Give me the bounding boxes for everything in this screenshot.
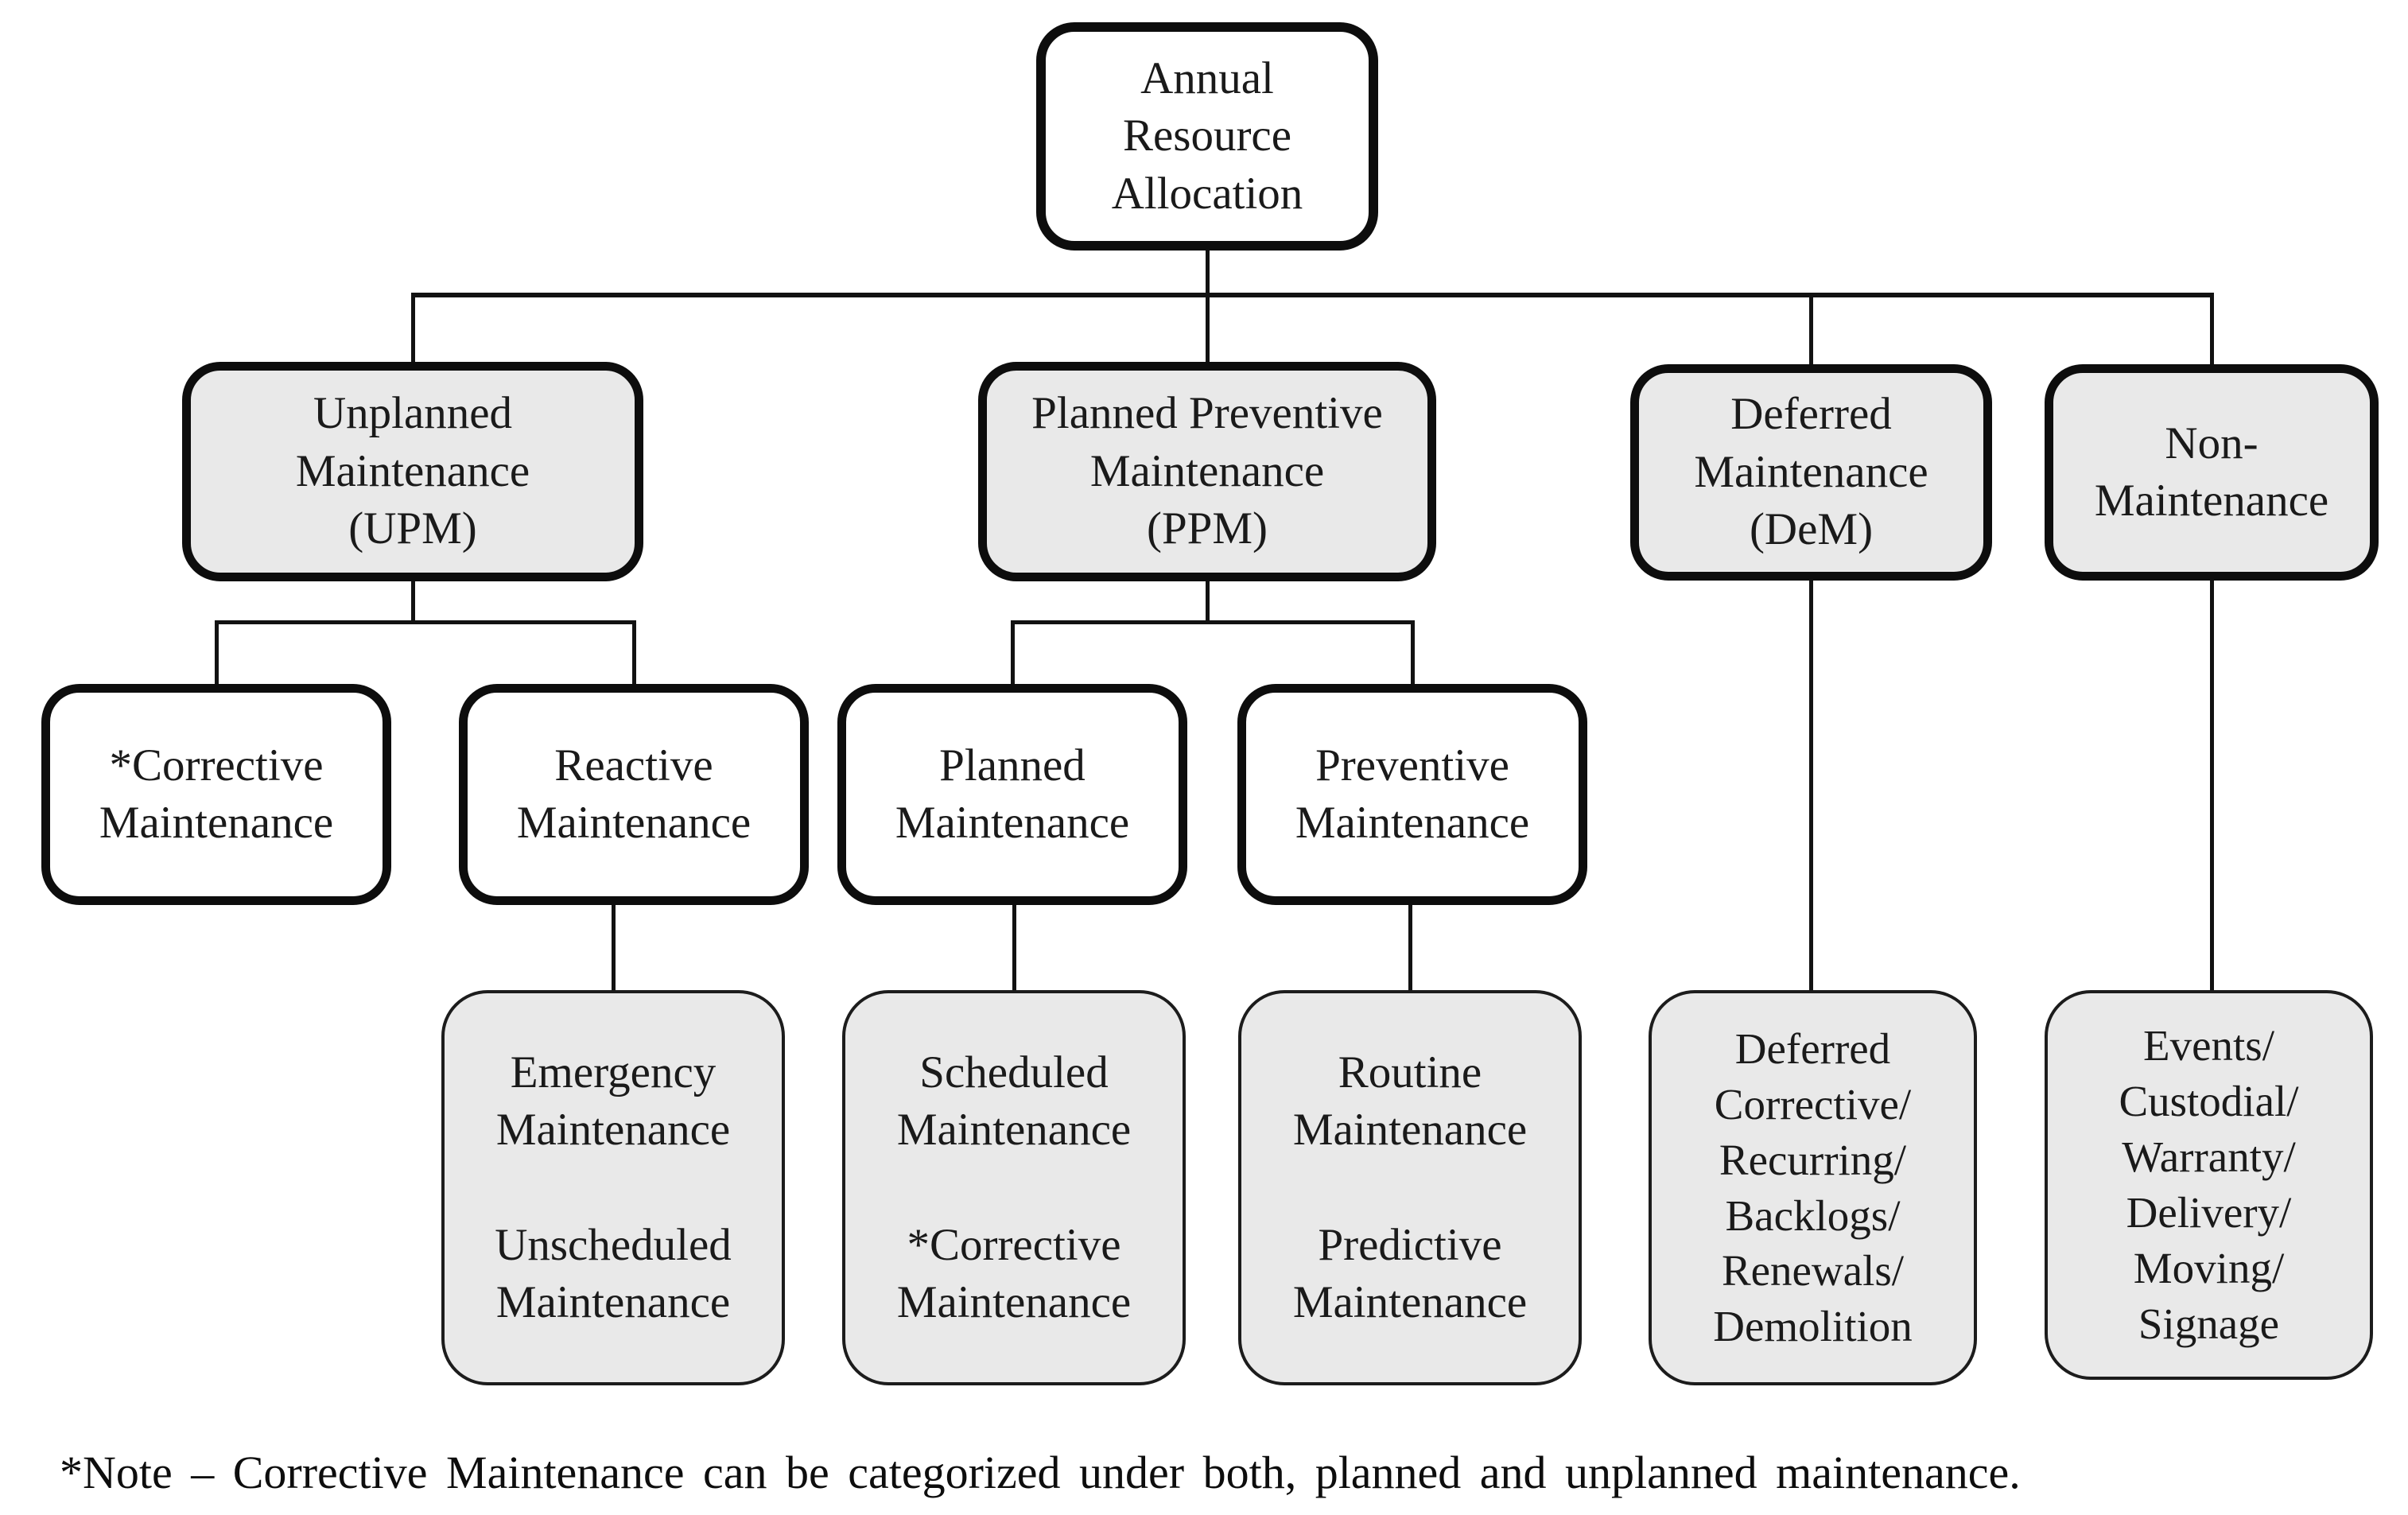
connector-drop-dem: [1809, 293, 1813, 366]
connector-root-stem: [1206, 245, 1210, 364]
connector-reactive-emergency: [612, 902, 616, 993]
node-planned-maintenance: Planned Maintenance: [837, 684, 1187, 905]
node-unplanned-maintenance: Unplanned Maintenance (UPM): [182, 362, 643, 581]
connector-upm-stem: [411, 577, 415, 623]
connector-drop-nonm: [2210, 293, 2214, 366]
connector-nonm-events: [2210, 577, 2214, 993]
node-deferred-items: Deferred Corrective/ Recurring/ Backlogs…: [1649, 990, 1977, 1385]
node-non-maintenance-items: Events/ Custodial/ Warranty/ Delivery/ M…: [2045, 990, 2373, 1380]
connector-drop-preventive: [1411, 620, 1415, 686]
node-preventive-maintenance: Preventive Maintenance: [1237, 684, 1587, 905]
node-emergency-unscheduled: Emergency Maintenance Unscheduled Mainte…: [441, 990, 785, 1385]
connector-dem-deferred: [1809, 577, 1813, 993]
node-scheduled-corrective: Scheduled Maintenance *Corrective Mainte…: [842, 990, 1186, 1385]
node-planned-preventive-maintenance: Planned Preventive Maintenance (PPM): [978, 362, 1436, 581]
connector-ppm-stem: [1206, 577, 1210, 623]
node-corrective-maintenance: *Corrective Maintenance: [41, 684, 391, 905]
node-routine-predictive: Routine Maintenance Predictive Maintenan…: [1238, 990, 1582, 1385]
node-reactive-maintenance: Reactive Maintenance: [459, 684, 809, 905]
connector-planned-scheduled: [1012, 902, 1016, 993]
node-deferred-maintenance: Deferred Maintenance (DeM): [1630, 364, 1992, 581]
connector-drop-reactive: [632, 620, 636, 686]
connector-ppm-split: [1011, 620, 1415, 624]
connector-upm-split: [215, 620, 636, 624]
connector-drop-upm: [411, 293, 415, 364]
footnote: *Note – Corrective Maintenance can be ca…: [60, 1447, 2021, 1498]
connector-drop-corrective: [215, 620, 219, 686]
connector-main-horizontal: [411, 293, 2213, 297]
connector-drop-planned: [1011, 620, 1015, 686]
connector-preventive-routine: [1408, 902, 1412, 993]
node-annual-resource-allocation: Annual Resource Allocation: [1036, 22, 1378, 251]
node-non-maintenance: Non- Maintenance: [2045, 364, 2379, 581]
